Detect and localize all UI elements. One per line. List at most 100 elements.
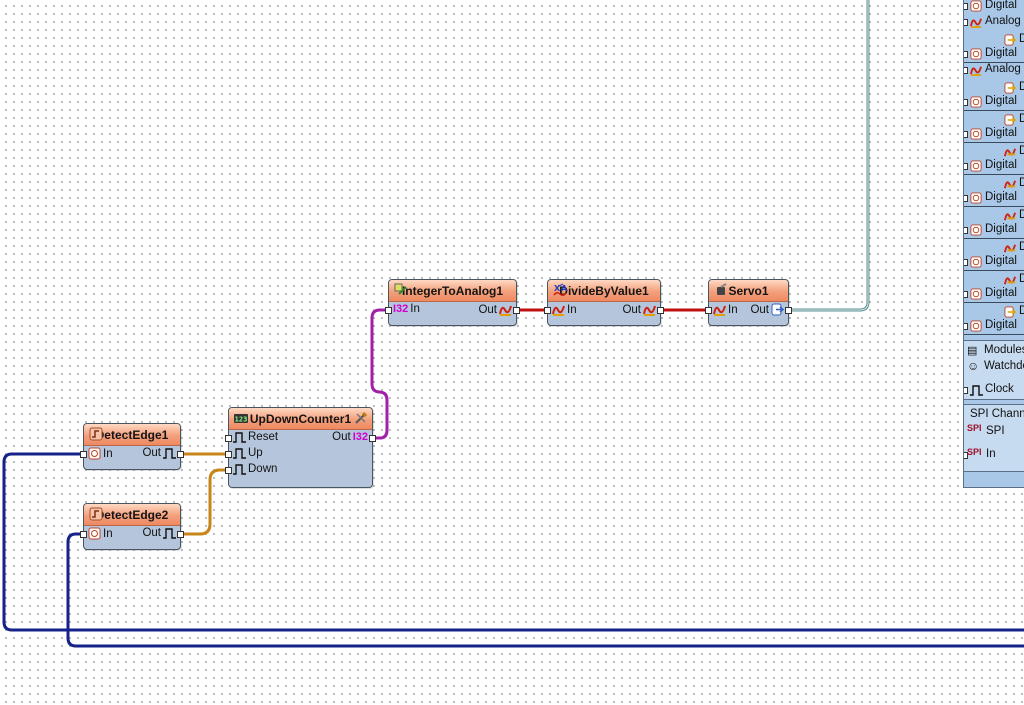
- digital-pin-icon: [970, 48, 982, 62]
- board-pin[interactable]: [964, 323, 968, 330]
- integer-to-analog-out-pin[interactable]: [513, 307, 520, 314]
- board-pin[interactable]: [964, 51, 968, 58]
- wire-input-2: [66, 532, 1024, 648]
- up-down-counter-component[interactable]: 123 UpDownCounter1 Reset Out I32 Up Down: [225, 407, 376, 488]
- digital-pin-icon: [970, 192, 982, 206]
- digital-pin-icon: [88, 527, 101, 540]
- counter-reset-row: Reset Out I32: [225, 430, 376, 446]
- board-pin-row[interactable]: Digital: [964, 190, 1024, 206]
- board-pin-row[interactable]: Analog (: [964, 14, 1024, 30]
- clock-row[interactable]: Clock: [964, 382, 1024, 398]
- detect-edge-1-out-pin[interactable]: [177, 451, 184, 458]
- board-pin-row[interactable]: Digital: [964, 94, 1024, 110]
- board-row-separator: [964, 62, 1024, 63]
- counter-up-row: Up: [225, 446, 372, 462]
- detect-edge-1-header[interactable]: DetectEdge1: [84, 424, 180, 446]
- detect-edge-1-component[interactable]: DetectEdge1 In Out: [80, 423, 184, 470]
- detect-edge-2-header[interactable]: DetectEdge2: [84, 504, 180, 526]
- spi-channel-row[interactable]: SPI Channe: [964, 407, 1024, 423]
- spi-row[interactable]: SPI SPI: [964, 423, 1024, 441]
- board-pin-row[interactable]: Digital: [964, 46, 1024, 62]
- counter-down-pin[interactable]: [225, 467, 232, 474]
- board-pin[interactable]: [964, 291, 968, 298]
- board-pin-row[interactable]: Digital: [964, 318, 1024, 334]
- board-pin-row[interactable]: Digital: [964, 0, 1024, 14]
- counter-up-pin[interactable]: [225, 451, 232, 458]
- servo-in-pin[interactable]: [705, 307, 712, 314]
- counter-reset-label: Reset: [248, 431, 279, 443]
- modules-section: ▤ Modules ☺ Watchdo Clock: [964, 340, 1024, 400]
- board-pin-row[interactable]: Digital: [964, 222, 1024, 238]
- servo-out-pin[interactable]: [785, 307, 792, 314]
- integer-to-analog-row: I32 In Out: [385, 302, 520, 318]
- board-pin-row[interactable]: Digital: [964, 158, 1024, 174]
- integer-to-analog-header[interactable]: IntegerToAnalog1: [389, 280, 516, 302]
- integer-to-analog-in-type: I32: [393, 303, 409, 315]
- spi-in-row[interactable]: SPI In: [964, 447, 1024, 463]
- servo-header[interactable]: Servo1: [709, 280, 788, 302]
- board-pin[interactable]: [964, 259, 968, 266]
- board-pin[interactable]: [964, 195, 968, 202]
- spi-in-pin[interactable]: [964, 452, 968, 459]
- board-pin-row[interactable]: Digi: [964, 112, 1024, 128]
- board-pin[interactable]: [964, 99, 968, 106]
- watchdog-row[interactable]: ☺ Watchdo: [964, 359, 1024, 375]
- board-pin[interactable]: [964, 3, 968, 10]
- up-down-counter-header[interactable]: 123 UpDownCounter1: [229, 408, 372, 430]
- modules-row[interactable]: ▤ Modules: [964, 343, 1024, 359]
- integer-to-analog-out-label: Out: [478, 303, 497, 316]
- board-pin-row[interactable]: Digital: [964, 126, 1024, 142]
- board-pin[interactable]: [964, 67, 968, 74]
- board-pin-row[interactable]: D: [964, 240, 1024, 256]
- board-pin-row[interactable]: D: [964, 144, 1024, 160]
- convert-icon: [394, 283, 407, 295]
- board-pin-row[interactable]: D: [964, 80, 1024, 96]
- digital-pin-icon: [970, 320, 982, 334]
- modules-icon: ▤: [967, 345, 978, 357]
- digital-pin-icon: [970, 160, 982, 174]
- servo-icon: [717, 283, 727, 295]
- board-pin-row[interactable]: D: [964, 208, 1024, 224]
- board-pin-row[interactable]: Digital: [964, 254, 1024, 270]
- board-pin[interactable]: [964, 131, 968, 138]
- board-pin[interactable]: [964, 19, 968, 26]
- board-pin-row[interactable]: D: [964, 32, 1024, 48]
- analog-icon: [499, 305, 512, 316]
- detect-edge-1-in-pin[interactable]: [80, 451, 87, 458]
- divide-by-value-out-pin[interactable]: [657, 307, 664, 314]
- board-pin-row[interactable]: Digital: [964, 304, 1024, 320]
- board-pin-label: Digital: [985, 127, 1017, 139]
- detect-edge-1-out-label: Out: [142, 447, 161, 459]
- board-row-separator: [964, 302, 1024, 303]
- analog-icon: [713, 305, 726, 316]
- integer-to-analog-in-pin[interactable]: [385, 307, 392, 314]
- detect-edge-2-component[interactable]: DetectEdge2 In Out: [80, 503, 184, 550]
- detect-edge-1-row: In Out: [80, 446, 184, 462]
- counter-icon: 123: [234, 414, 248, 424]
- board-pin[interactable]: [964, 227, 968, 234]
- digital-out-icon: [1004, 306, 1017, 320]
- counter-out-pin[interactable]: [369, 435, 376, 442]
- detect-edge-2-out-pin[interactable]: [177, 531, 184, 538]
- integer-to-analog-component[interactable]: IntegerToAnalog1 I32 In Out: [385, 279, 520, 326]
- counter-reset-pin[interactable]: [225, 435, 232, 442]
- tools-icon[interactable]: [354, 411, 368, 425]
- board-pin-row[interactable]: Digital: [964, 286, 1024, 302]
- board-pin-row[interactable]: Analog (: [964, 62, 1024, 78]
- digital-out-icon: [1004, 114, 1017, 128]
- board-pin-row[interactable]: Digital(: [964, 272, 1024, 288]
- watchdog-icon: ☺: [967, 359, 980, 373]
- wire-input-1: [2, 452, 1024, 632]
- board-pin-label: Digital: [985, 95, 1017, 107]
- board-pin[interactable]: [964, 163, 968, 170]
- board-pin-row[interactable]: D: [964, 176, 1024, 192]
- clock-pin[interactable]: [964, 387, 968, 394]
- servo-component[interactable]: Servo1 In Out: [705, 279, 792, 326]
- divide-by-value-in-pin[interactable]: [544, 307, 551, 314]
- detect-edge-2-in-pin[interactable]: [80, 531, 87, 538]
- board-row-separator: [964, 334, 1024, 335]
- board-pin-label: Digital: [985, 287, 1017, 299]
